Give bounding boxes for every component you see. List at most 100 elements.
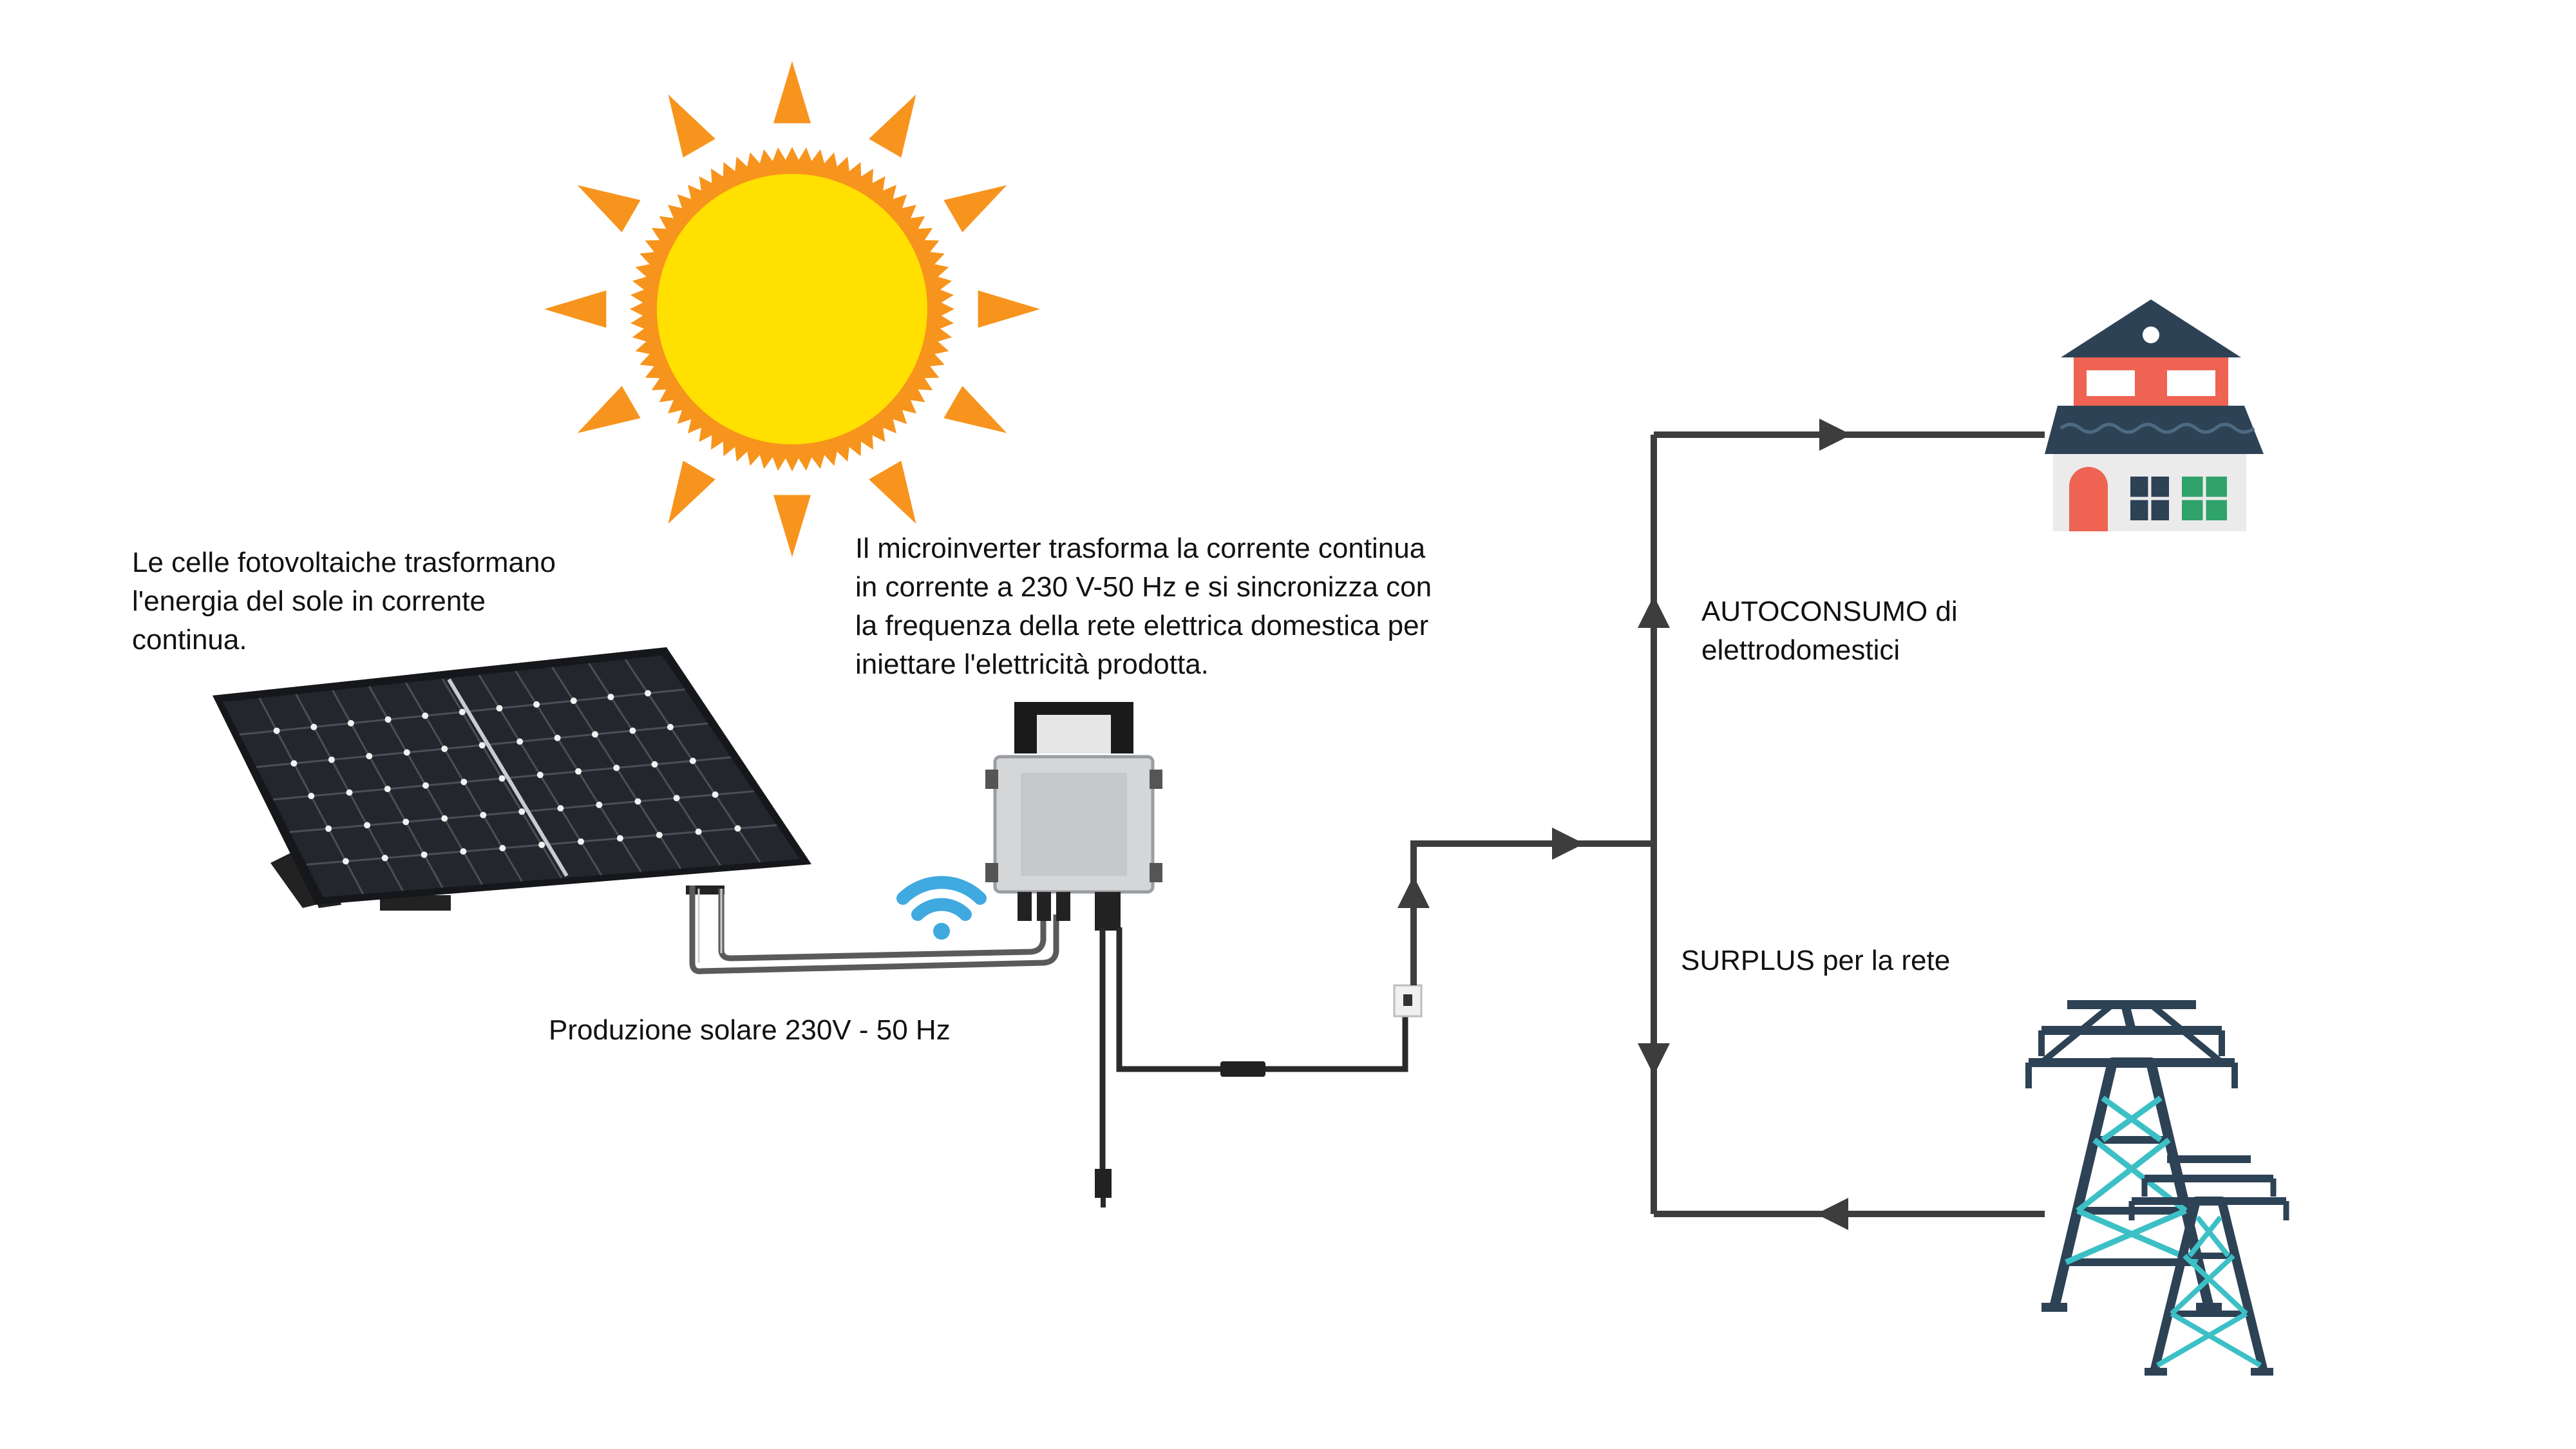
wire-inverter-to-junction — [1410, 840, 1654, 985]
autoconsumo-label: AUTOCONSUMO di elettrodomestici — [1701, 592, 1958, 670]
inverter-description-line-4: iniettare l'elettricità prodotta. — [855, 649, 1209, 680]
arrow-up-socket — [1397, 876, 1430, 908]
panel-cell-dot — [364, 822, 371, 829]
panel-cell-dot — [673, 795, 680, 802]
panel-cell-dot — [538, 841, 545, 848]
production-label: Produzione solare 230V - 50 Hz — [549, 1011, 951, 1050]
surplus-label: SURPLUS per la rete — [1681, 942, 1950, 980]
panel-cell-dot — [384, 716, 392, 723]
panel-cell-dot — [518, 808, 526, 815]
panel-cell-dot — [366, 753, 373, 760]
surplus-label-text: SURPLUS per la rete — [1681, 945, 1951, 976]
flow-wires — [1410, 431, 2045, 1217]
panel-cell-dots — [273, 690, 741, 865]
panel-cell-dot — [613, 764, 620, 772]
arrow-down-surplus — [1638, 1043, 1670, 1075]
panel-cell-dot — [667, 724, 674, 730]
panel-cable-1 — [689, 886, 1059, 974]
panel-cell-dot — [381, 855, 388, 862]
panel-cell-dot — [656, 831, 663, 838]
house-roof-window — [2143, 327, 2159, 343]
panel-cell-dot — [402, 819, 410, 826]
sun-ray — [869, 94, 916, 158]
wifi-icon — [896, 876, 987, 940]
panel-cell-dot — [645, 690, 651, 697]
inverter-connector-2 — [1037, 892, 1051, 921]
power-tower-large — [2025, 1000, 2238, 1312]
panel-cell-dot — [403, 749, 410, 756]
panel-cell-dot — [441, 745, 448, 752]
panel-description-line-3: continua. — [132, 624, 247, 656]
panel-cell-dot — [499, 845, 506, 851]
panel-cell-dot — [570, 697, 577, 705]
inverter-tab-bl — [985, 863, 998, 882]
panel-cell-dot — [384, 786, 391, 793]
inverter-bracket-gap — [1037, 715, 1111, 753]
panel-cell-dot — [496, 705, 503, 712]
inverter-connector-1 — [1018, 892, 1032, 921]
panel-cell-dot — [629, 727, 636, 734]
house-roof-tiles — [2060, 422, 2255, 434]
inverter-ac-output — [1095, 892, 1121, 931]
panel-cell-dot — [634, 798, 641, 805]
panel-foot-right — [686, 886, 724, 895]
panel-cell-dot — [578, 838, 584, 845]
panel-description-line-2: l'energia del sole in corrente — [132, 585, 486, 617]
sun-ray — [943, 386, 1007, 433]
inverter-description-line-2: in corrente a 230 V-50 Hz e si sincroniz… — [855, 571, 1432, 603]
panel-cell-dot — [695, 828, 702, 835]
panel-cell-dot — [498, 775, 506, 782]
inverter-description: Il microinverter trasforma la corrente c… — [855, 529, 1432, 684]
arrow-right-house — [1819, 419, 1852, 451]
panel-cable-highlight — [697, 889, 723, 963]
panel-cell-dot — [422, 712, 429, 719]
sun-icon — [544, 61, 1040, 557]
arrow-left-grid — [1816, 1198, 1848, 1230]
sun-ray — [943, 185, 1007, 232]
panel-cell-dot — [533, 701, 540, 708]
sun-rays — [544, 61, 1040, 557]
panel-surface — [223, 656, 800, 897]
panel-cell-dot — [342, 858, 349, 865]
panel-cell-dot — [516, 738, 524, 745]
panel-cable-2 — [718, 889, 1046, 961]
inverter-description-line-1: Il microinverter trasforma la corrente c… — [855, 533, 1426, 564]
sun-ray — [577, 386, 641, 433]
panel-center-seam — [447, 678, 569, 877]
panel-cables — [689, 886, 1059, 974]
panel-cell-dot — [557, 805, 564, 812]
inverter-tab-br — [1150, 863, 1162, 882]
socket-icon — [1393, 984, 1423, 1018]
inverter-connector-3 — [1056, 892, 1070, 921]
sun-ray — [577, 185, 641, 232]
panel-cell-dot — [689, 757, 696, 764]
house-icon — [2045, 299, 2264, 531]
panel-cell-dot — [460, 779, 468, 786]
panel-cell-dot — [310, 723, 317, 730]
sun-ray — [869, 460, 916, 524]
panel-description: Le celle fotovoltaiche trasformano l'ene… — [132, 544, 556, 659]
panel-cell-dot — [441, 815, 448, 822]
sun-ray — [978, 290, 1040, 328]
inverter-face — [1021, 773, 1127, 876]
panel-cell-dot — [616, 835, 623, 842]
production-label-text: Produzione solare 230V - 50 Hz — [549, 1014, 951, 1046]
sun-ray — [544, 290, 607, 328]
panel-cell-dot — [460, 848, 467, 855]
panel-cell-dot — [290, 760, 298, 767]
sun-ray — [668, 460, 715, 524]
panel-cell-dot — [328, 756, 335, 763]
panel-cell-dot — [480, 811, 487, 819]
house-upper-window-left — [2087, 370, 2135, 396]
panel-cell-dot — [346, 789, 353, 796]
autoconsumo-line-2: elettrodomestici — [1701, 634, 1900, 666]
panel-cell-dot — [712, 791, 719, 798]
solar-panel-icon — [213, 647, 811, 911]
house-door — [2069, 467, 2108, 531]
panel-cell-dot — [347, 720, 354, 726]
panel-cell-dot — [325, 825, 332, 832]
panel-cell-dot — [422, 782, 429, 789]
inverter-output-cables — [1095, 927, 1408, 1208]
inverter-description-line-3: la frequenza della rete elettrica domest… — [855, 610, 1429, 641]
